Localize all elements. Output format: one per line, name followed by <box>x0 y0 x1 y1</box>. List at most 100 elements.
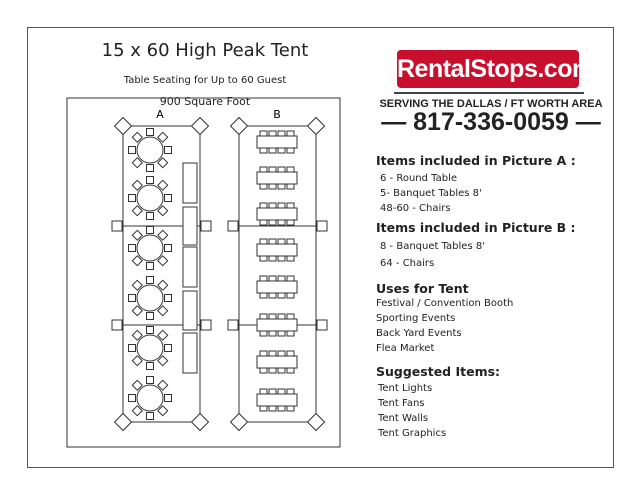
divider <box>394 92 584 94</box>
chair <box>157 405 169 417</box>
round-table <box>136 384 164 412</box>
side-pole <box>111 319 123 331</box>
banquet-table <box>256 355 298 369</box>
chair <box>259 166 268 173</box>
chair <box>277 166 286 173</box>
chair <box>146 362 154 370</box>
chair <box>286 292 295 299</box>
chair <box>277 147 286 154</box>
chair <box>286 238 295 245</box>
chair <box>164 194 172 202</box>
chair <box>128 394 136 402</box>
chair <box>146 376 154 384</box>
list-item: Tent Walls <box>378 413 429 424</box>
chair <box>286 130 295 137</box>
chair <box>259 330 268 337</box>
tent-pole-diamond <box>113 116 133 136</box>
round-table <box>136 334 164 362</box>
chair <box>268 313 277 320</box>
chair <box>131 405 143 417</box>
banquet-table <box>256 318 298 332</box>
chair <box>157 255 169 267</box>
chair <box>128 194 136 202</box>
chair <box>131 131 143 143</box>
list-item: Tent Fans <box>378 398 425 409</box>
chair <box>146 176 154 184</box>
chair <box>286 388 295 395</box>
side-pole <box>200 319 212 331</box>
chair <box>259 255 268 262</box>
list-item: Tent Graphics <box>378 428 447 439</box>
section-title: Items included in Picture B : <box>376 220 576 235</box>
chair <box>286 350 295 357</box>
banquet-table <box>182 206 198 246</box>
chair <box>268 292 277 299</box>
chair <box>277 388 286 395</box>
chair <box>259 405 268 412</box>
chair <box>277 183 286 190</box>
side-pole <box>111 220 123 232</box>
chair <box>277 275 286 282</box>
chair <box>259 202 268 209</box>
chair <box>286 219 295 226</box>
chair <box>146 326 154 334</box>
banquet-table <box>256 207 298 221</box>
chair <box>131 157 143 169</box>
side-pole <box>200 220 212 232</box>
page-frame <box>27 27 614 468</box>
chair <box>286 255 295 262</box>
chair <box>157 157 169 169</box>
chair <box>268 367 277 374</box>
chair <box>157 379 169 391</box>
round-table <box>136 234 164 262</box>
chair <box>131 255 143 267</box>
label-b: B <box>273 108 281 121</box>
diagram-border <box>66 97 341 448</box>
chair <box>268 166 277 173</box>
chair <box>259 292 268 299</box>
chair <box>268 275 277 282</box>
list-item: Sporting Events <box>376 313 456 324</box>
list-item: 64 - Chairs <box>380 258 435 269</box>
tent-pole-diamond <box>190 116 210 136</box>
section-suggested: Suggested Items: Tent Lights Tent Fans T… <box>376 364 500 441</box>
chair <box>259 147 268 154</box>
chair <box>277 350 286 357</box>
side-pole <box>227 319 239 331</box>
banquet-table <box>256 280 298 294</box>
chair <box>146 276 154 284</box>
chair <box>268 255 277 262</box>
chair <box>146 164 154 172</box>
chair <box>157 305 169 317</box>
chair <box>286 202 295 209</box>
chair <box>164 294 172 302</box>
section-title: Items included in Picture A : <box>376 153 576 168</box>
phone-number: — 817-336-0059 — <box>381 108 601 136</box>
list-item: 48-60 - Chairs <box>380 203 451 214</box>
section-title: Uses for Tent <box>376 281 469 296</box>
chair <box>259 350 268 357</box>
chair <box>277 202 286 209</box>
section-uses: Uses for Tent Festival / Convention Boot… <box>376 281 513 356</box>
tent-pole-diamond <box>229 116 249 136</box>
chair <box>259 238 268 245</box>
chair <box>286 275 295 282</box>
chair <box>157 279 169 291</box>
banquet-table <box>182 162 198 204</box>
banquet-table <box>256 393 298 407</box>
list-item: Festival / Convention Booth <box>376 298 514 309</box>
chair <box>128 146 136 154</box>
chair <box>128 344 136 352</box>
chair <box>157 179 169 191</box>
chair <box>268 202 277 209</box>
chair <box>268 330 277 337</box>
chair <box>157 229 169 241</box>
chair <box>277 313 286 320</box>
chair <box>277 405 286 412</box>
round-table <box>136 136 164 164</box>
side-pole <box>227 220 239 232</box>
list-item: Flea Market <box>376 343 435 354</box>
chair <box>146 226 154 234</box>
chair <box>131 279 143 291</box>
label-a: A <box>156 108 164 121</box>
